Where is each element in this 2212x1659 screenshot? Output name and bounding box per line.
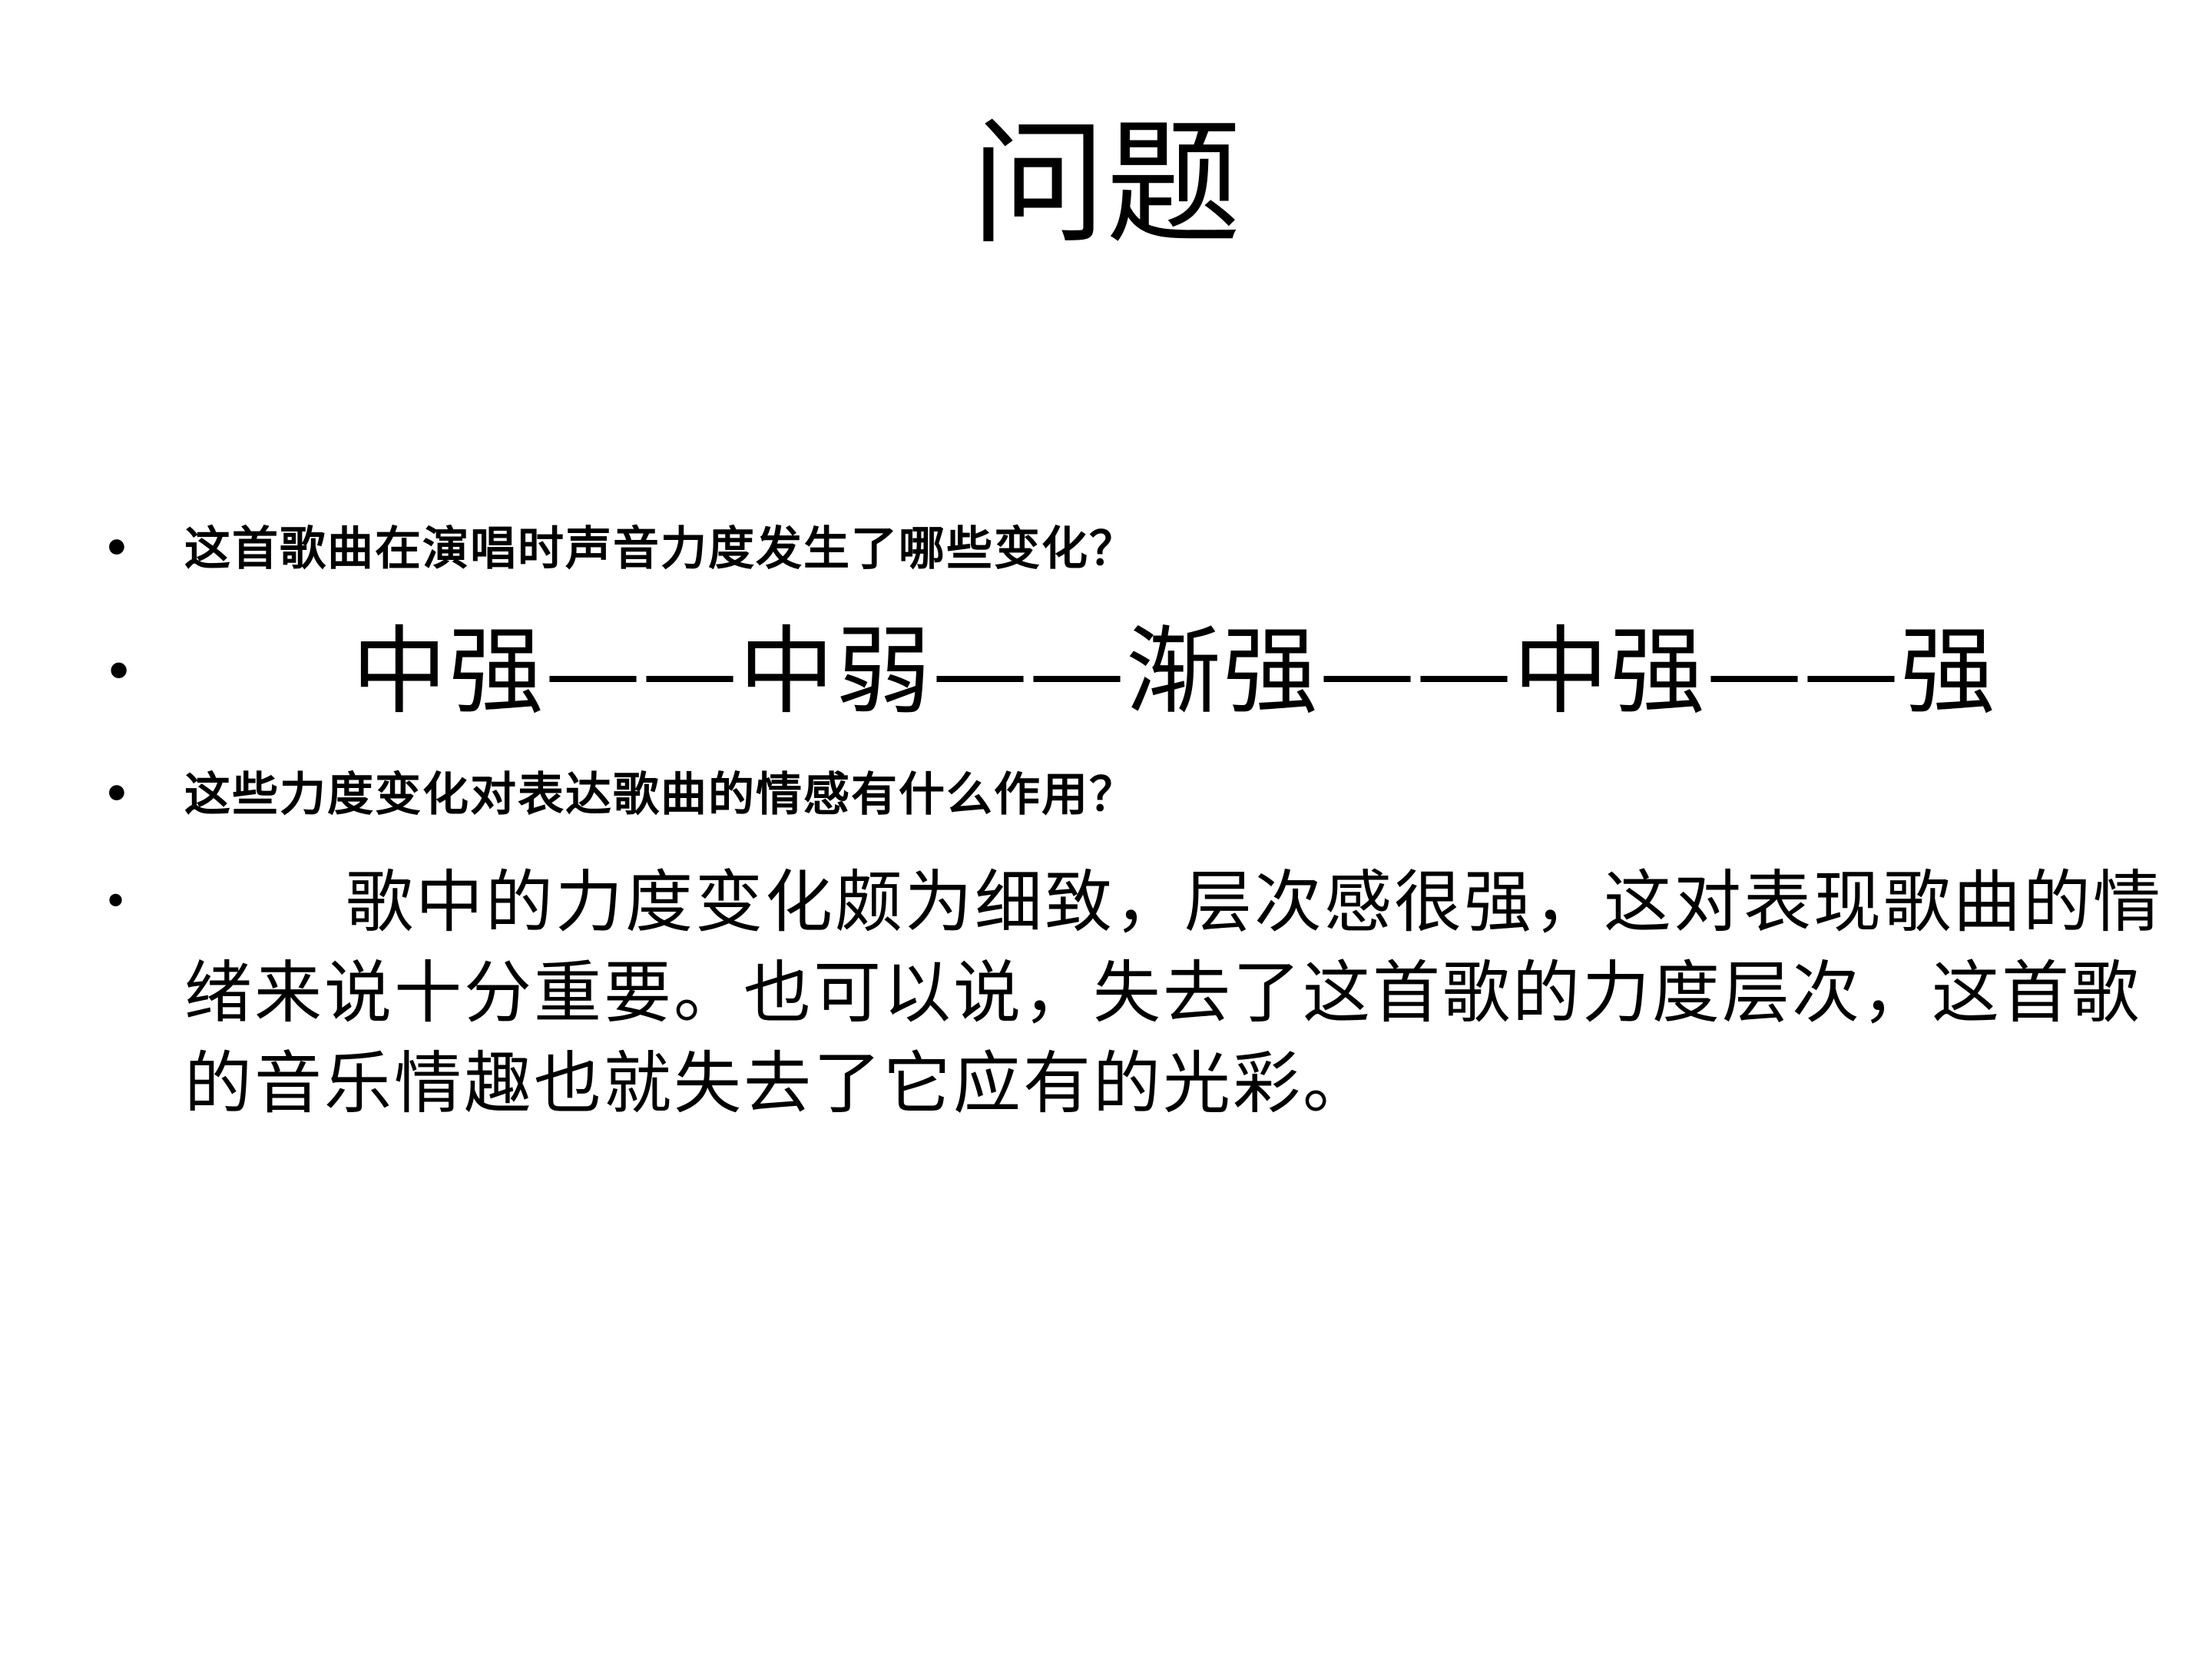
bullet-question-1: • 这首歌曲在演唱时声音力度发生了哪些变化？ [92,492,2166,607]
dynamics-sequence-text: 中强——中弱——渐强——中强——强 [352,617,1998,727]
question-text: 这首歌曲在演唱时声音力度发生了哪些变化？ [184,522,1137,576]
bullet-answer-1: • 中强——中弱——渐强——中强——强 [92,607,2166,737]
slide-title: 问题 [970,105,1241,263]
bullet-answer-2: • 歌中的力度变化颇为细致，层次感很强，这对表现歌曲的情绪来说十分重要。也可以说… [92,857,2166,1129]
bullet-marker: • [103,877,129,927]
bullet-marker: • [103,524,132,574]
answer-paragraph: 歌中的力度变化颇为细致，层次感很强，这对表现歌曲的情绪来说十分重要。也可以说，失… [184,863,2164,1123]
bullet-marker: • [103,641,135,704]
bullet-marker: • [103,770,132,820]
question-text: 这些力度变化对表达歌曲的情感有什么作用？ [184,768,1137,822]
bullet-list: • 这首歌曲在演唱时声音力度发生了哪些变化？ • 中强——中弱——渐强——中强—… [92,492,2166,1129]
bullet-question-2: • 这些力度变化对表达歌曲的情感有什么作用？ [92,737,2166,853]
